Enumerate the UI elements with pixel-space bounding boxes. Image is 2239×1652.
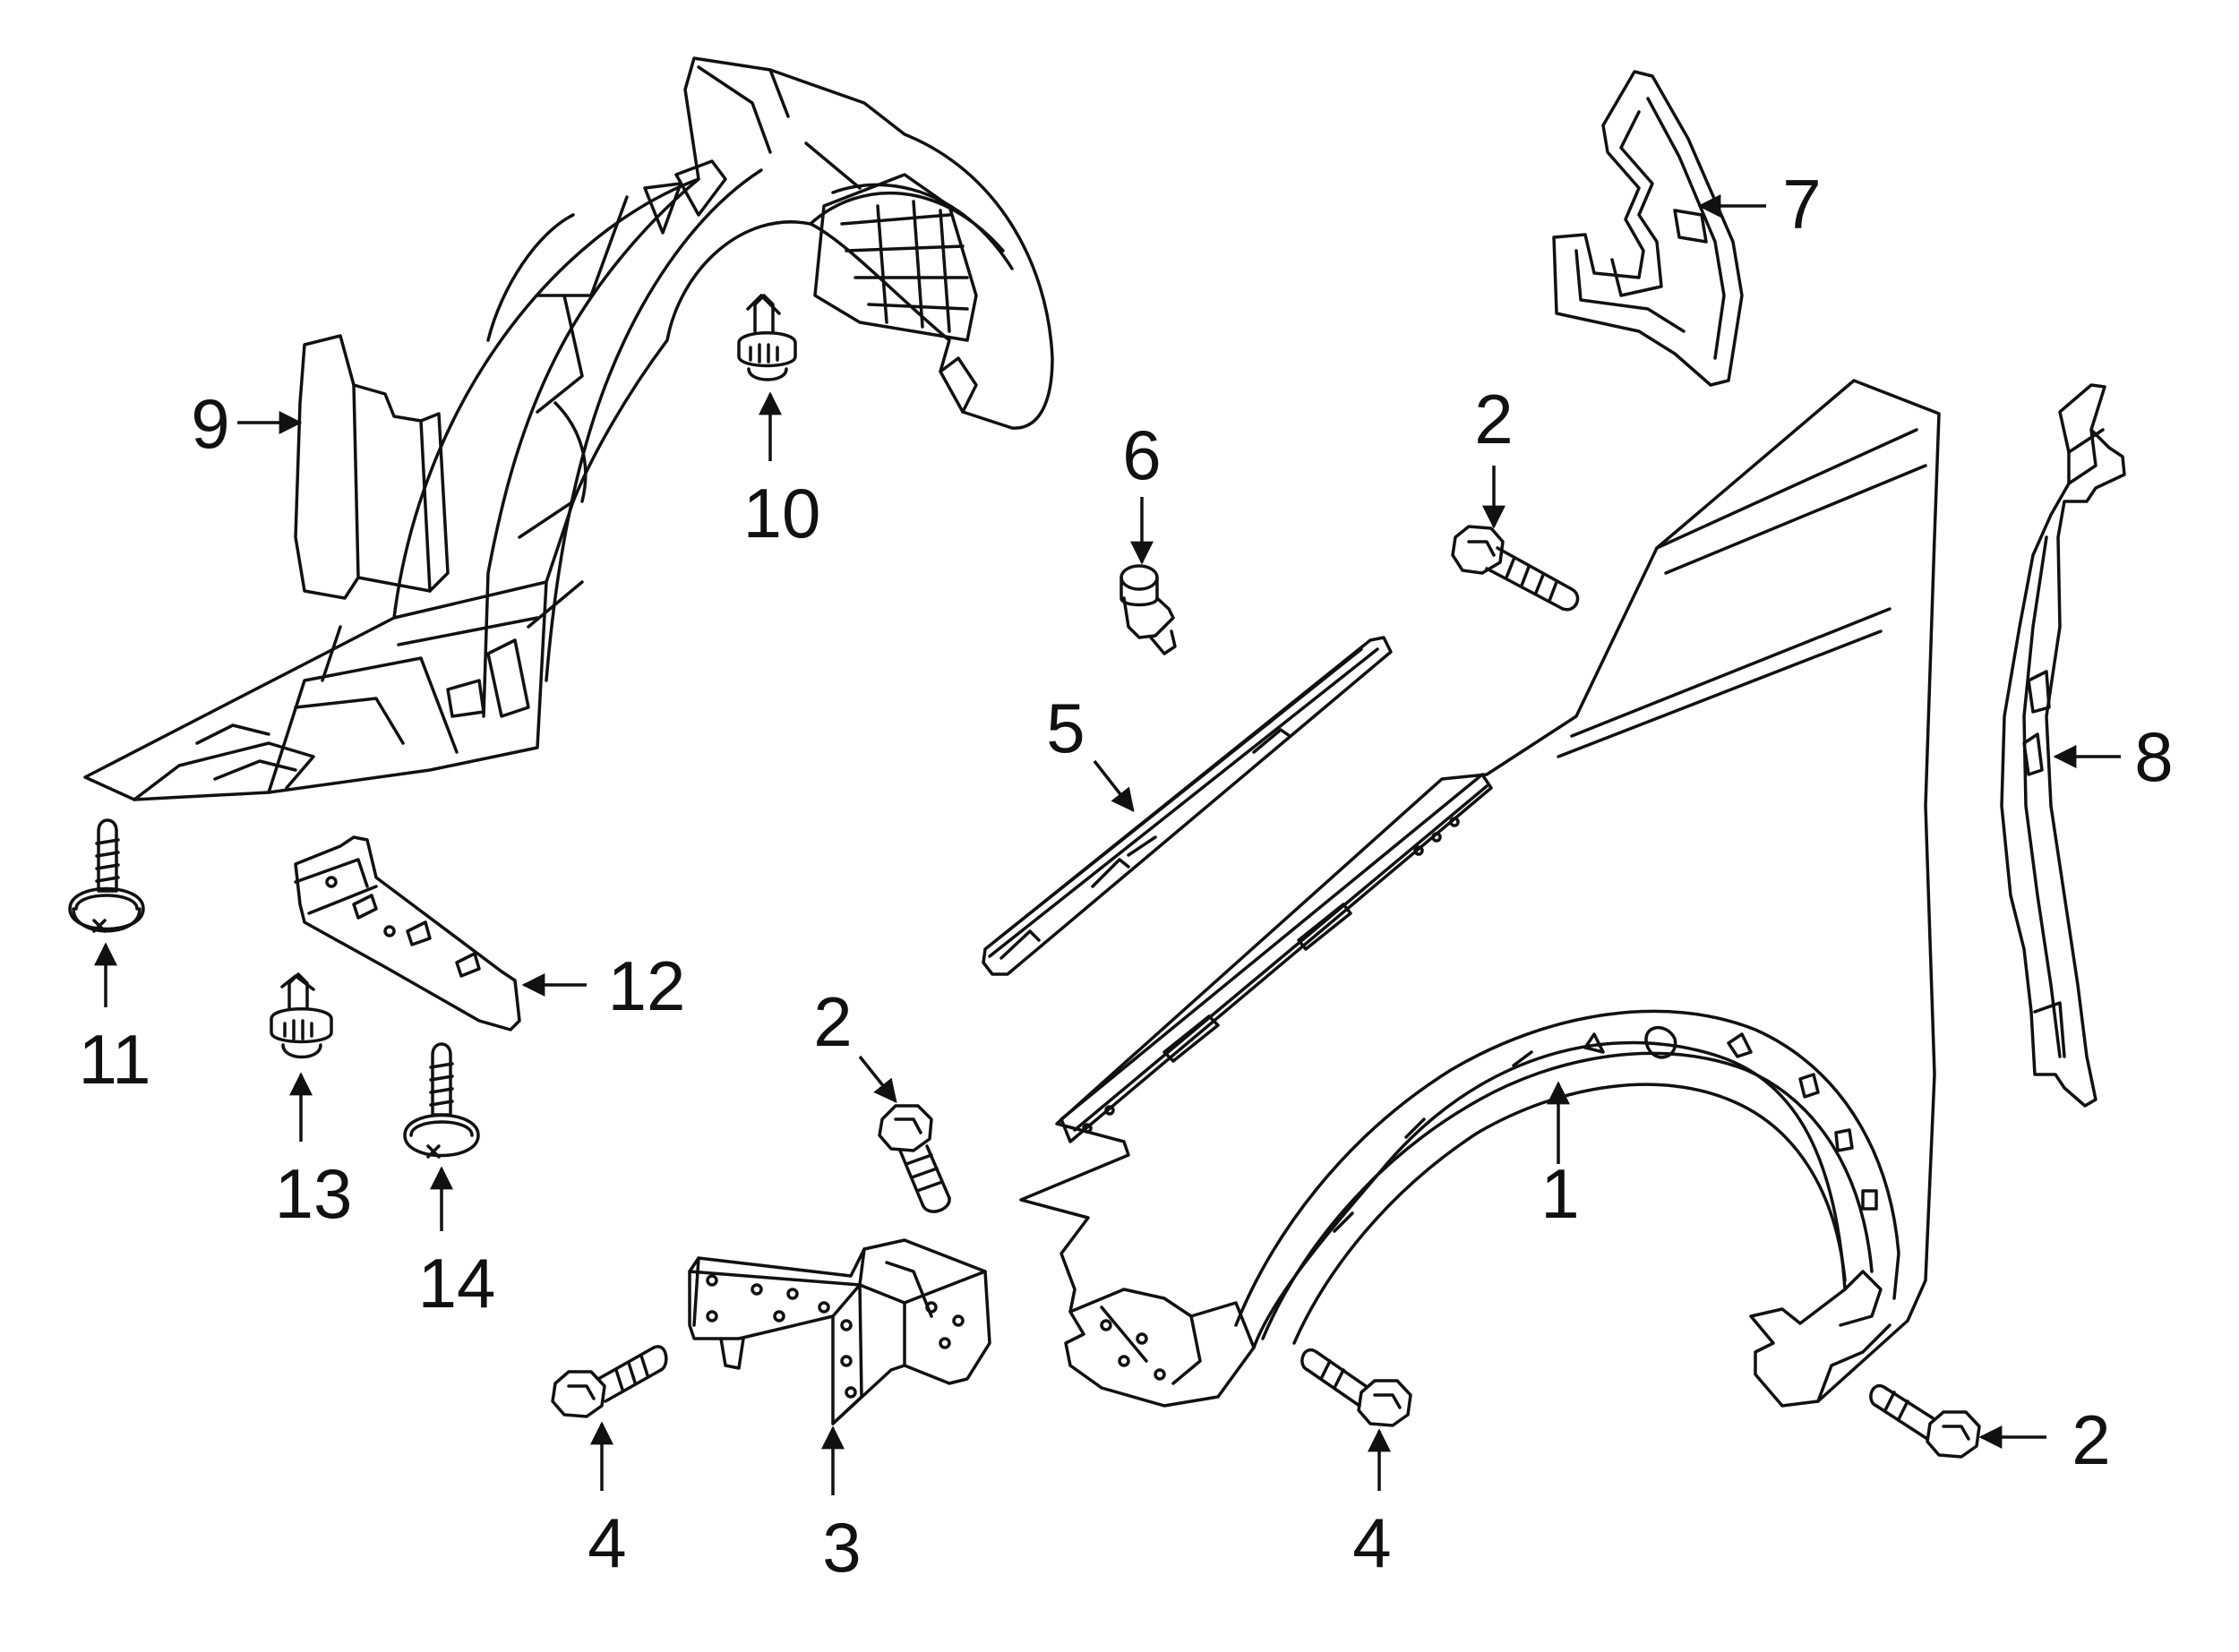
callout-2-top: 2: [1474, 380, 1513, 458]
callout-5: 5: [1046, 689, 1085, 767]
callout-2-right: 2: [2072, 1400, 2110, 1479]
callout-8: 8: [2134, 717, 2173, 796]
callout-11: 11: [79, 1020, 151, 1099]
callout-9: 9: [191, 384, 229, 463]
callout-12: 12: [608, 946, 686, 1025]
callout-3: 3: [822, 1508, 861, 1587]
callout-13: 13: [275, 1154, 353, 1233]
leader-5: [1093, 759, 1135, 813]
callout-4-left: 4: [588, 1503, 626, 1582]
callout-10: 10: [743, 474, 821, 552]
part-10-push-clip: [737, 294, 797, 381]
part-9-fender-liner: [83, 56, 1054, 801]
callout-1: 1: [1540, 1154, 1579, 1233]
part-2-bolt-top: [1451, 525, 1580, 612]
part-1-fender: [1019, 379, 1941, 1408]
part-8-seal: [2000, 383, 2126, 1108]
part-14-screw: [403, 1042, 480, 1159]
part-4-bolt-right: [1300, 1348, 1412, 1427]
leader-arrows: [94, 194, 2121, 1495]
part-12-bracket: [294, 835, 521, 1031]
part-3-bracket: [688, 1238, 991, 1425]
part-13-push-clip: [270, 972, 333, 1059]
part-6-clip: [1120, 564, 1177, 655]
part-7-seal: [1552, 70, 1744, 387]
leader-2-middle: [858, 1055, 897, 1104]
part-2-bolt-middle: [878, 1104, 951, 1213]
callout-14: 14: [418, 1244, 496, 1322]
callout-6: 6: [1122, 415, 1161, 494]
callout-labels: 1 2 2 2 3 4 4 5 6 7 8 9 10 11 12 13 14: [79, 165, 2174, 1587]
callout-7: 7: [1782, 165, 1821, 244]
part-5-molding: [982, 636, 1393, 976]
callout-2-middle: 2: [813, 982, 852, 1061]
part-4-bolt-left: [551, 1345, 668, 1418]
part-2-bolt-right: [1869, 1384, 1981, 1459]
part-11-screw: [68, 818, 145, 933]
callout-4-right: 4: [1352, 1503, 1391, 1582]
